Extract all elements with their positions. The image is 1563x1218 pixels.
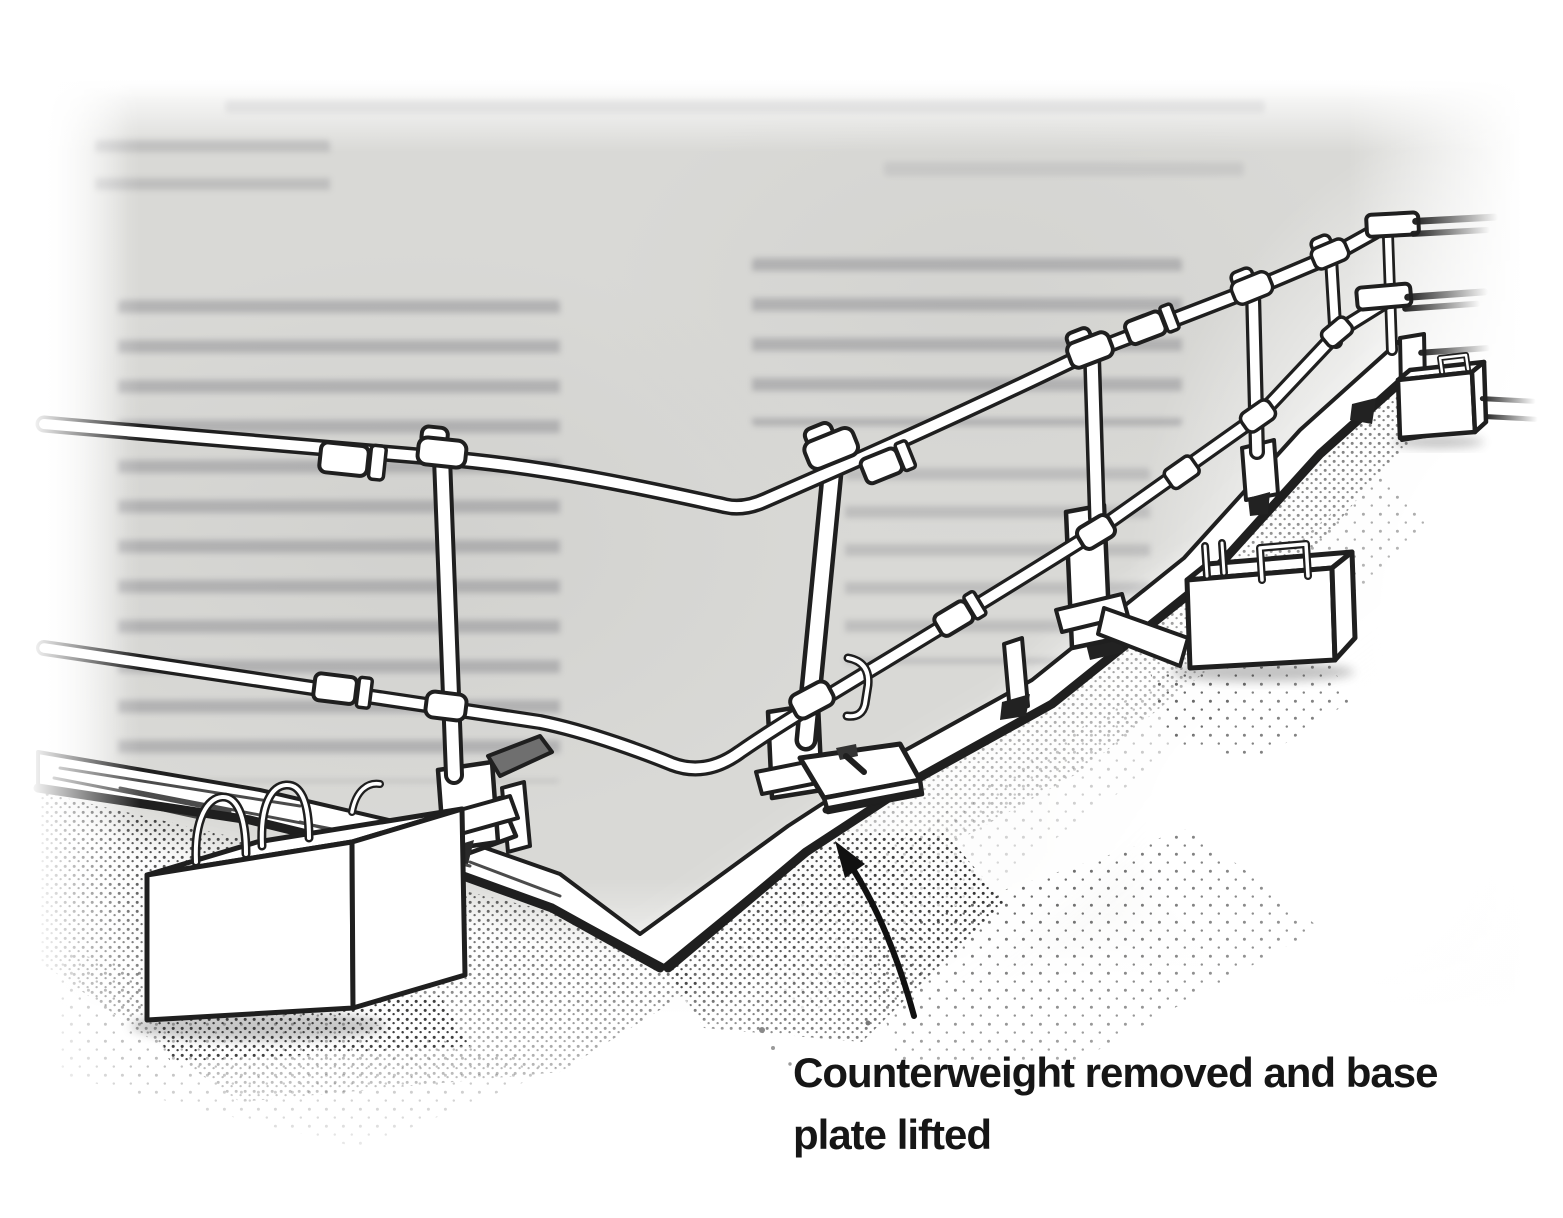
counterweight-block-middle [1184, 539, 1358, 671]
counterweight-block-far [1395, 352, 1489, 441]
figure-caption-line2: plate lifted [793, 1111, 992, 1158]
ghost-text-band-2 [884, 162, 1244, 176]
counterweight-block-left [144, 779, 468, 1023]
j-hook [842, 653, 873, 721]
counterweight-middle-assembly [1054, 502, 1358, 682]
fade-streak [1479, 396, 1536, 404]
post-left [432, 448, 464, 785]
counterweight-far-assembly [1392, 332, 1538, 448]
fade-streak [1404, 288, 1489, 301]
cantilever-beam [1096, 606, 1190, 668]
fade-streak [1410, 226, 1491, 237]
rail-end-fittings [1354, 210, 1499, 356]
fade-streak [1483, 414, 1538, 422]
post-clamps [415, 233, 1355, 723]
handle-loops [191, 779, 384, 867]
annotation-arrow [835, 841, 917, 1019]
fade-streak [1418, 345, 1491, 356]
ghost-text-band-top [225, 100, 1265, 113]
fade-streak [1412, 213, 1499, 225]
counterweight-left-assembly [130, 734, 554, 1041]
fade-streak [1402, 300, 1481, 312]
figure-caption-line1: Counterweight removed and base [793, 1049, 1438, 1096]
post-3 [1083, 347, 1106, 527]
top-rail [35, 223, 1383, 516]
paper-specks [759, 1020, 871, 1066]
toggle-lever [486, 734, 554, 778]
rail-couplings [311, 302, 1201, 710]
